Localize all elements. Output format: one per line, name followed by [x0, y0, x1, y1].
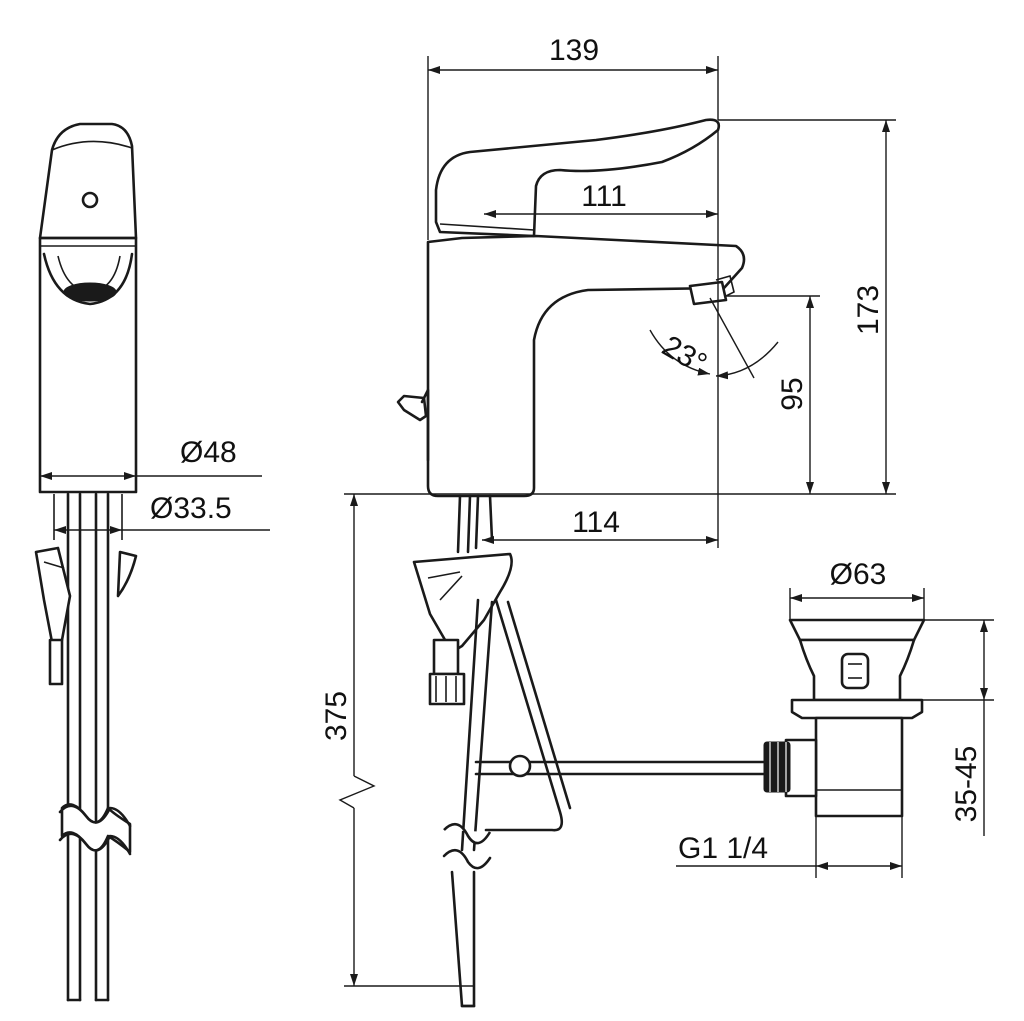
dim-shank-diameter: Ø33.5 — [150, 492, 232, 525]
dim-width-total: 139 — [549, 34, 599, 67]
mounting-nut — [428, 672, 466, 706]
dim-waste-thread: G1 1/4 — [678, 832, 768, 865]
side-body — [38, 236, 138, 494]
rod-clamp — [508, 754, 532, 778]
front-view — [396, 118, 774, 1008]
side-aerator — [63, 282, 117, 302]
drain-flange — [788, 618, 926, 642]
side-handle — [38, 122, 138, 240]
dim-waste-diameter: Ø63 — [830, 558, 887, 591]
dim-base-diameter: Ø48 — [180, 436, 237, 469]
dim-hose-length: 375 — [320, 691, 353, 741]
dim-depth-to-tail: 114 — [572, 506, 620, 539]
side-view — [34, 122, 138, 1002]
drain-plug-slot — [840, 652, 870, 690]
pull-rod — [484, 598, 564, 832]
front-tailpieces — [456, 494, 494, 554]
lever-handle — [434, 118, 721, 238]
spout — [426, 234, 746, 498]
dim-height-total: 173 — [852, 285, 885, 335]
left-dimensions: Ø48 Ø33.5 — [40, 436, 270, 534]
dim-spout-height: 95 — [776, 377, 809, 410]
right-dimensions: 139 111 173 95 23° 114 375 Ø63 — [320, 34, 994, 987]
waste-drain — [763, 618, 926, 818]
drain-body — [814, 716, 904, 818]
drain-nut — [790, 698, 924, 720]
dim-spout-reach: 111 — [581, 180, 627, 213]
side-handle-screw — [81, 191, 99, 209]
side-hoses — [53, 492, 123, 1002]
dim-waste-range: 35-45 — [950, 746, 983, 823]
